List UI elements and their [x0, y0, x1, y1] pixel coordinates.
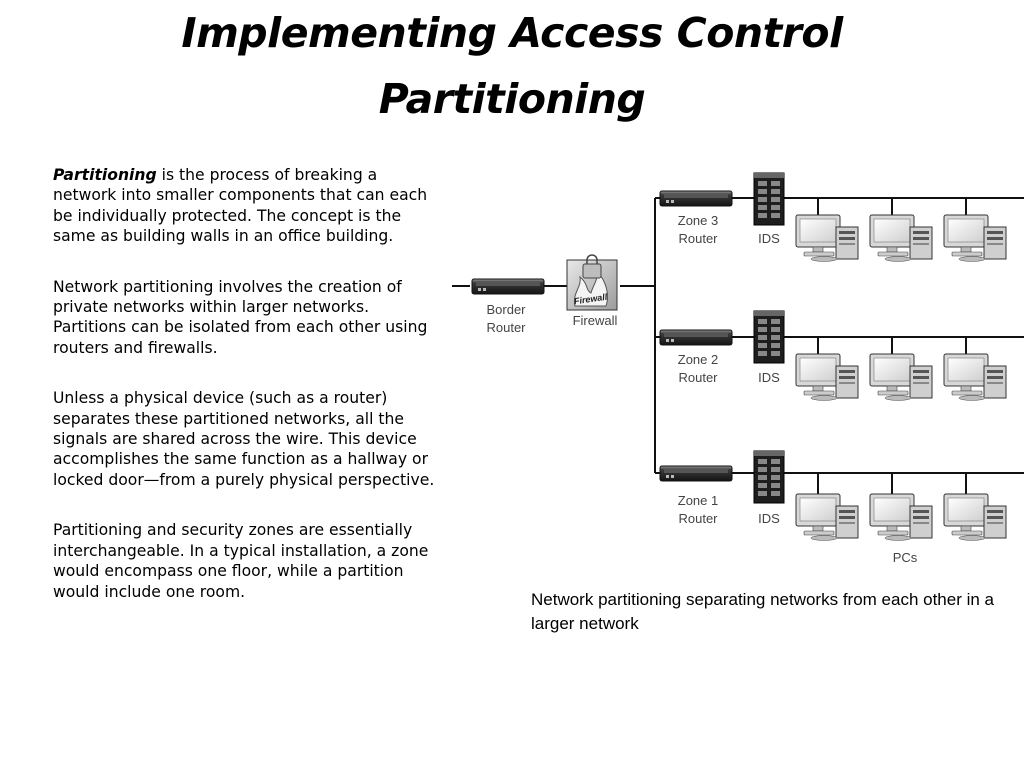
- zone-2-ids-icon: [753, 310, 785, 364]
- zone-1-router-icon: [659, 465, 733, 482]
- zone-3-pc-2-icon: [869, 214, 933, 262]
- zone-3-pc-1-icon: [795, 214, 859, 262]
- zone-1-router-label-line-2: Router: [678, 511, 718, 526]
- zone-2-pc-1-icon: [795, 353, 859, 401]
- network-partitioning-diagram: Border Router Firewall Firewall Zone 3 R…: [452, 172, 1024, 565]
- zone-3-pc-drops: [817, 198, 967, 215]
- paragraph-2: Network partitioning involves the creati…: [53, 277, 428, 357]
- pcs-label: PCs: [893, 550, 918, 565]
- body-text: Partitioning is the process of breaking …: [53, 165, 445, 632]
- slide-title: Implementing Access Control Partitioning: [0, 0, 1024, 132]
- zone-3-pc-3-icon: [943, 214, 1007, 262]
- border-router-label-line-2: Router: [486, 320, 526, 335]
- zone-3-router-label-line-1: Zone 3: [678, 213, 718, 228]
- zone-2-router-label-line-1: Zone 2: [678, 352, 718, 367]
- zone-3-ids-label: IDS: [758, 231, 780, 246]
- zone-2: Zone 2 Router IDS: [659, 310, 1007, 401]
- paragraph-1: Partitioning is the process of breaking …: [53, 165, 445, 247]
- network-wiring: [452, 197, 1024, 494]
- paragraph-3: Unless a physical device (such as a rout…: [53, 389, 435, 489]
- zone-2-pc-2-icon: [869, 353, 933, 401]
- zone-2-ids-label: IDS: [758, 370, 780, 385]
- zone-3-router-icon: [659, 190, 733, 207]
- firewall-icon: Firewall: [566, 254, 618, 311]
- zone-3: Zone 3 Router IDS: [659, 172, 1007, 262]
- zone-2-pc-3-icon: [943, 353, 1007, 401]
- slide-title-line-2: Partitioning: [378, 75, 646, 123]
- zone-1-pc-2-icon: [869, 493, 933, 541]
- border-router-icon: [471, 278, 545, 295]
- firewall-icon-text: Firewall: [573, 292, 608, 307]
- paragraph-1-text: is the process of breaking a network int…: [53, 166, 428, 246]
- zone-1-pc-1-icon: [795, 493, 859, 541]
- zone-2-router-icon: [659, 329, 733, 346]
- diagram-caption: Network partitioning separating networks…: [531, 590, 995, 633]
- zone-1: Zone 1 Router IDS: [659, 450, 1007, 541]
- zone-1-ids-icon: [753, 450, 785, 504]
- firewall-label: Firewall: [573, 313, 618, 328]
- zone-1-router-label-line-1: Zone 1: [678, 493, 718, 508]
- slide-title-line-1: Implementing Access Control: [181, 9, 843, 57]
- zone-1-pc-drops: [817, 473, 967, 494]
- zone-2-pc-drops: [817, 337, 967, 354]
- zone-3-ids-icon: [753, 172, 785, 226]
- zone-2-router-label-line-2: Router: [678, 370, 718, 385]
- partitioning-term: Partitioning: [53, 166, 157, 184]
- border-router-label-line-1: Border: [486, 302, 526, 317]
- zone-3-router-label-line-2: Router: [678, 231, 718, 246]
- paragraph-4: Partitioning and security zones are esse…: [53, 521, 429, 601]
- zone-1-pc-3-icon: [943, 493, 1007, 541]
- zone-1-ids-label: IDS: [758, 511, 780, 526]
